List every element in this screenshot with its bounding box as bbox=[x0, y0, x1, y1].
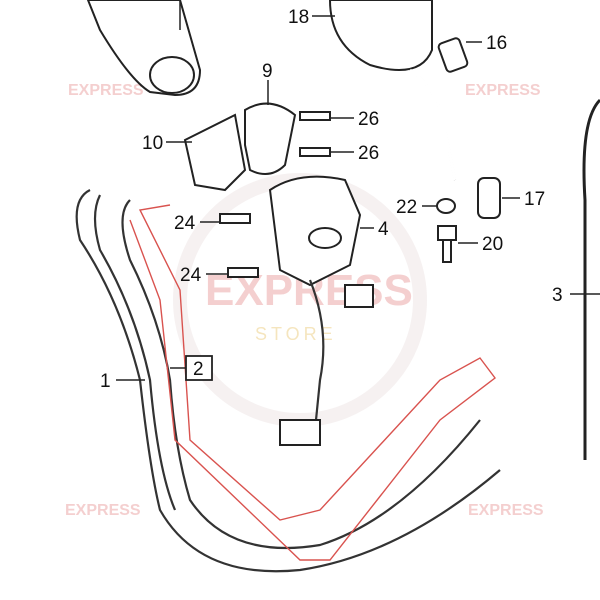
switch-housing-4 bbox=[268, 175, 374, 446]
bolt-20 bbox=[437, 225, 457, 263]
callout-3: 3 bbox=[552, 285, 563, 306]
bar-end-weight-17 bbox=[477, 177, 501, 219]
housing-10 bbox=[183, 113, 247, 192]
bolts bbox=[219, 111, 331, 278]
callout-17: 17 bbox=[524, 189, 545, 210]
callout-26: 26 bbox=[358, 143, 379, 164]
highlight-outline bbox=[129, 204, 496, 561]
housing-9 bbox=[244, 102, 297, 175]
leader-lines bbox=[116, 15, 600, 381]
throttle-grip bbox=[86, 0, 202, 97]
callout-22: 22 bbox=[396, 197, 417, 218]
callout-labels: 18 16 9 26 26 10 22 17 24 4 20 24 3 1 2 bbox=[100, 7, 563, 392]
callout-20: 20 bbox=[482, 234, 503, 255]
watermark-small: EXPRESS bbox=[465, 82, 541, 99]
callout-2-box bbox=[185, 355, 213, 381]
callout-26: 26 bbox=[358, 109, 379, 130]
callout-4: 4 bbox=[378, 219, 389, 240]
callout-1: 1 bbox=[100, 371, 111, 392]
callout-24: 24 bbox=[174, 213, 196, 234]
callout-9: 9 bbox=[262, 61, 273, 82]
watermark-small: EXPRESS bbox=[468, 502, 544, 519]
callout-10: 10 bbox=[142, 133, 163, 154]
watermark-bottom: STORE bbox=[255, 324, 337, 344]
callout-16: 16 bbox=[486, 33, 507, 54]
handlebar-3 bbox=[582, 98, 600, 460]
callout-2: 2 bbox=[193, 359, 204, 380]
cap-16 bbox=[437, 37, 469, 73]
mirror bbox=[328, 0, 457, 181]
throttle-cables bbox=[75, 189, 501, 573]
callout-24: 24 bbox=[180, 265, 202, 286]
callout-18: 18 bbox=[288, 7, 309, 28]
nut-22 bbox=[436, 198, 456, 214]
watermark-small: EXPRESS bbox=[68, 82, 144, 99]
watermark-small: EXPRESS bbox=[65, 502, 141, 519]
